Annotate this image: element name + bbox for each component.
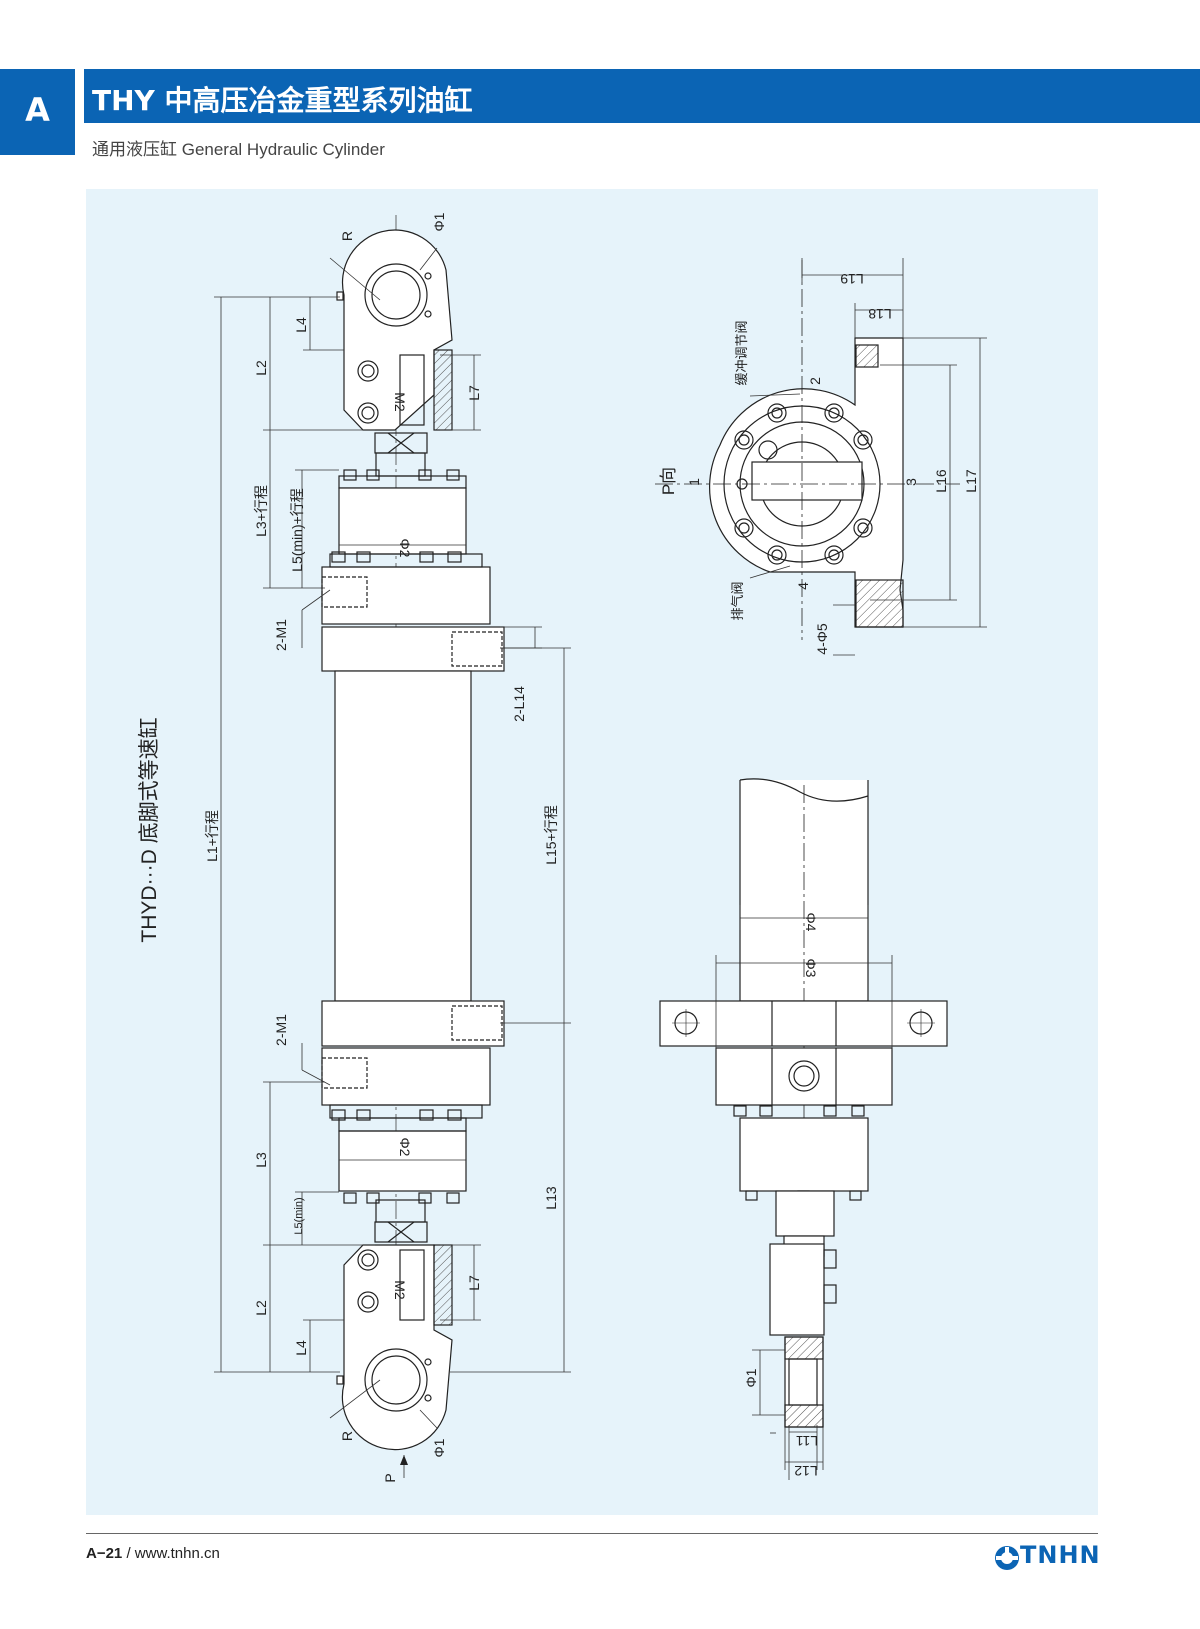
port-2: 2: [807, 377, 823, 385]
dim-l18: L18: [868, 306, 892, 322]
footer-page-info: A−21 / www.tnhn.cn: [86, 1545, 220, 1562]
dim-phi1-bottom: Φ1: [431, 1438, 447, 1457]
page-subtitle: 通用液压缸 General Hydraulic Cylinder: [92, 140, 385, 159]
title-bar: THY 中高压冶金重型系列油缸: [84, 69, 1200, 123]
bleed-valve-label: 排气阀: [730, 581, 745, 620]
brand-name: TNHN: [1020, 1541, 1101, 1569]
dim-phi1-top: Φ1: [431, 212, 447, 231]
dim-phi5: 4-Φ5: [814, 623, 830, 655]
dim-l7-top: L7: [466, 385, 482, 401]
dim-l3: L3: [253, 1152, 269, 1168]
cushion-valve-label: 缓冲调节阀: [734, 320, 749, 385]
dim-m1-top: 2-M1: [273, 619, 289, 651]
port-3: 3: [903, 478, 919, 486]
dim-phi3: Φ3: [803, 959, 819, 978]
main-cylinder-view: [214, 215, 571, 1478]
dim-l2-bottom: L2: [253, 1300, 269, 1316]
footer-divider: [86, 1533, 1098, 1534]
dim-m2-top: M2: [392, 392, 408, 412]
p-arrow-label: P: [382, 1473, 398, 1482]
dim-l2-top: L2: [253, 360, 269, 376]
dim-l17: L17: [963, 469, 979, 493]
dim-phi1-side: Φ1: [743, 1368, 759, 1387]
dim-m1-bottom: 2-M1: [273, 1014, 289, 1046]
port-1: 1: [686, 478, 702, 486]
dim-r-top: R: [339, 231, 355, 241]
dim-l12: L12: [794, 1463, 818, 1479]
footer-separator: /: [122, 1545, 135, 1562]
dim-l5: L5(min): [293, 1197, 305, 1234]
dim-l5-stroke: L5(min)+行程: [289, 488, 305, 572]
dim-phi4: Φ4: [803, 913, 819, 932]
dim-l13: L13: [543, 1186, 559, 1210]
dim-l4-bottom: L4: [293, 1340, 309, 1356]
website-link[interactable]: www.tnhn.cn: [134, 1545, 220, 1562]
brand-logo-icon: [995, 1546, 1019, 1570]
dim-phi2-bottom: Φ2: [397, 1138, 413, 1157]
model-title: THYD···D 底脚式等速缸: [138, 717, 161, 942]
dim-m2-bottom: M2: [392, 1280, 408, 1300]
dim-l16: L16: [933, 469, 949, 493]
view-label: P向: [659, 467, 678, 495]
drawing-panel: [86, 189, 1098, 1515]
page-number: A−21: [86, 1545, 123, 1562]
dim-l3-stroke: L3+行程: [253, 485, 269, 537]
dim-l1: L1+行程: [204, 810, 220, 862]
dim-r-bottom: R: [339, 1431, 355, 1441]
side-view: [659, 778, 948, 1480]
dim-l4-top: L4: [293, 317, 309, 333]
dim-l14: 2-L14: [511, 686, 527, 722]
dim-l15: L15+行程: [543, 805, 559, 865]
dim-l11: L11: [796, 1433, 819, 1449]
section-letter: A: [25, 91, 50, 129]
end-view: [655, 258, 987, 656]
dim-l7-bottom: L7: [466, 1275, 482, 1291]
dim-phi2-top: Φ2: [397, 539, 413, 558]
dim-l19: L19: [840, 271, 864, 287]
page-title: THY 中高压冶金重型系列油缸: [92, 84, 473, 117]
port-4: 4: [795, 582, 811, 590]
section-tab: A: [0, 69, 75, 155]
